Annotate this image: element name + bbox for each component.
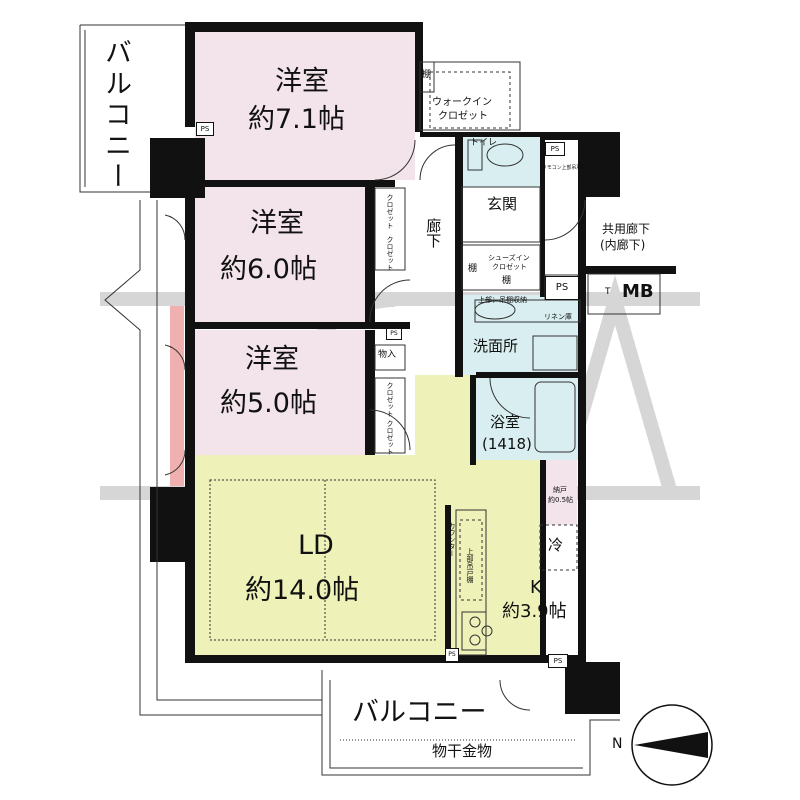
closet-label-4: クロゼット (386, 420, 395, 455)
nando-area (545, 460, 577, 525)
ps-tag-2: PS (545, 142, 565, 156)
shoes-line1: シューズイン (488, 254, 530, 262)
bedroom2-area (195, 187, 370, 322)
walls (150, 22, 676, 714)
drying-hardware-label: 物干金物 (432, 742, 493, 760)
interior-lines (79, 24, 661, 776)
hallway-name: 廊下 (424, 218, 443, 248)
storage-label: 物入 (378, 350, 397, 360)
compass-north-label: N (612, 736, 623, 752)
common-corridor-sub: (内廊下) (600, 238, 646, 252)
kitchen-size: 約3.9帖 (502, 601, 567, 622)
bedroom1-name: 洋室 (275, 66, 329, 97)
ps-tag-5: PS (445, 648, 459, 662)
ps-tag-6: PS (548, 654, 568, 668)
bedroom3-area (195, 330, 370, 455)
entrance-name: 玄関 (487, 195, 518, 213)
bedroom3-size: 約5.0帖 (220, 388, 317, 419)
nando-name: 納戸 (553, 486, 567, 494)
fixtures (467, 139, 524, 646)
ld-size: 約14.0帖 (245, 575, 360, 606)
ps-tag-1: PS (196, 122, 214, 136)
meter-t-label: T (605, 287, 611, 297)
common-corridor-label: 共用廊下 (602, 222, 651, 236)
nando-size: 約0.5帖 (548, 496, 574, 504)
ps-tag-4: PS (386, 328, 402, 340)
bottom-balcony-label: バルコニー (352, 697, 487, 728)
walkin-line2: クロゼット (438, 111, 488, 122)
upper-cabinet-label: 上部吊戸棚 (466, 548, 475, 583)
ld-name: LD (298, 530, 334, 561)
closet-label-3: クロゼット (386, 382, 395, 417)
walkin-line1: ウォークイン (432, 97, 492, 108)
bedroom1-size: 約7.1帖 (248, 104, 345, 135)
closet-label-2: クロゼット (386, 236, 395, 271)
bath-size: (1418) (482, 435, 532, 453)
washroom-name: 洗面所 (473, 337, 519, 355)
meter-box-label: MB (622, 281, 654, 302)
ld-area (195, 375, 545, 660)
bedroom2-size: 約6.0帖 (220, 254, 317, 285)
shoes-line2: クロゼット (492, 263, 527, 271)
washroom-upper-label: 上部：吊棚収納 (478, 296, 527, 304)
left-balcony-label: バルコニー (100, 38, 132, 193)
shelf-label: 棚 (422, 70, 432, 80)
toilet-name: トイレ (470, 138, 498, 148)
shelf-label-2: 棚 (468, 264, 478, 274)
counter-label: カウンター (448, 522, 457, 557)
compass (631, 704, 713, 786)
linen-label: リネン庫 (544, 313, 572, 321)
shelf-label-3: 棚 (502, 276, 512, 286)
bedroom3-name: 洋室 (245, 344, 299, 375)
bedroom1-area (195, 30, 415, 180)
ps-tag-3: PS (545, 276, 579, 300)
remote-label: リモコン上部吊戸棚 (542, 165, 587, 171)
kitchen-name: K (530, 577, 542, 598)
washroom-area (462, 295, 582, 375)
fridge-label: 冷 (548, 536, 564, 554)
closet-label-1: クロゼット (386, 194, 395, 229)
bedroom2-name: 洋室 (250, 208, 304, 239)
bath-name: 浴室 (490, 413, 521, 431)
